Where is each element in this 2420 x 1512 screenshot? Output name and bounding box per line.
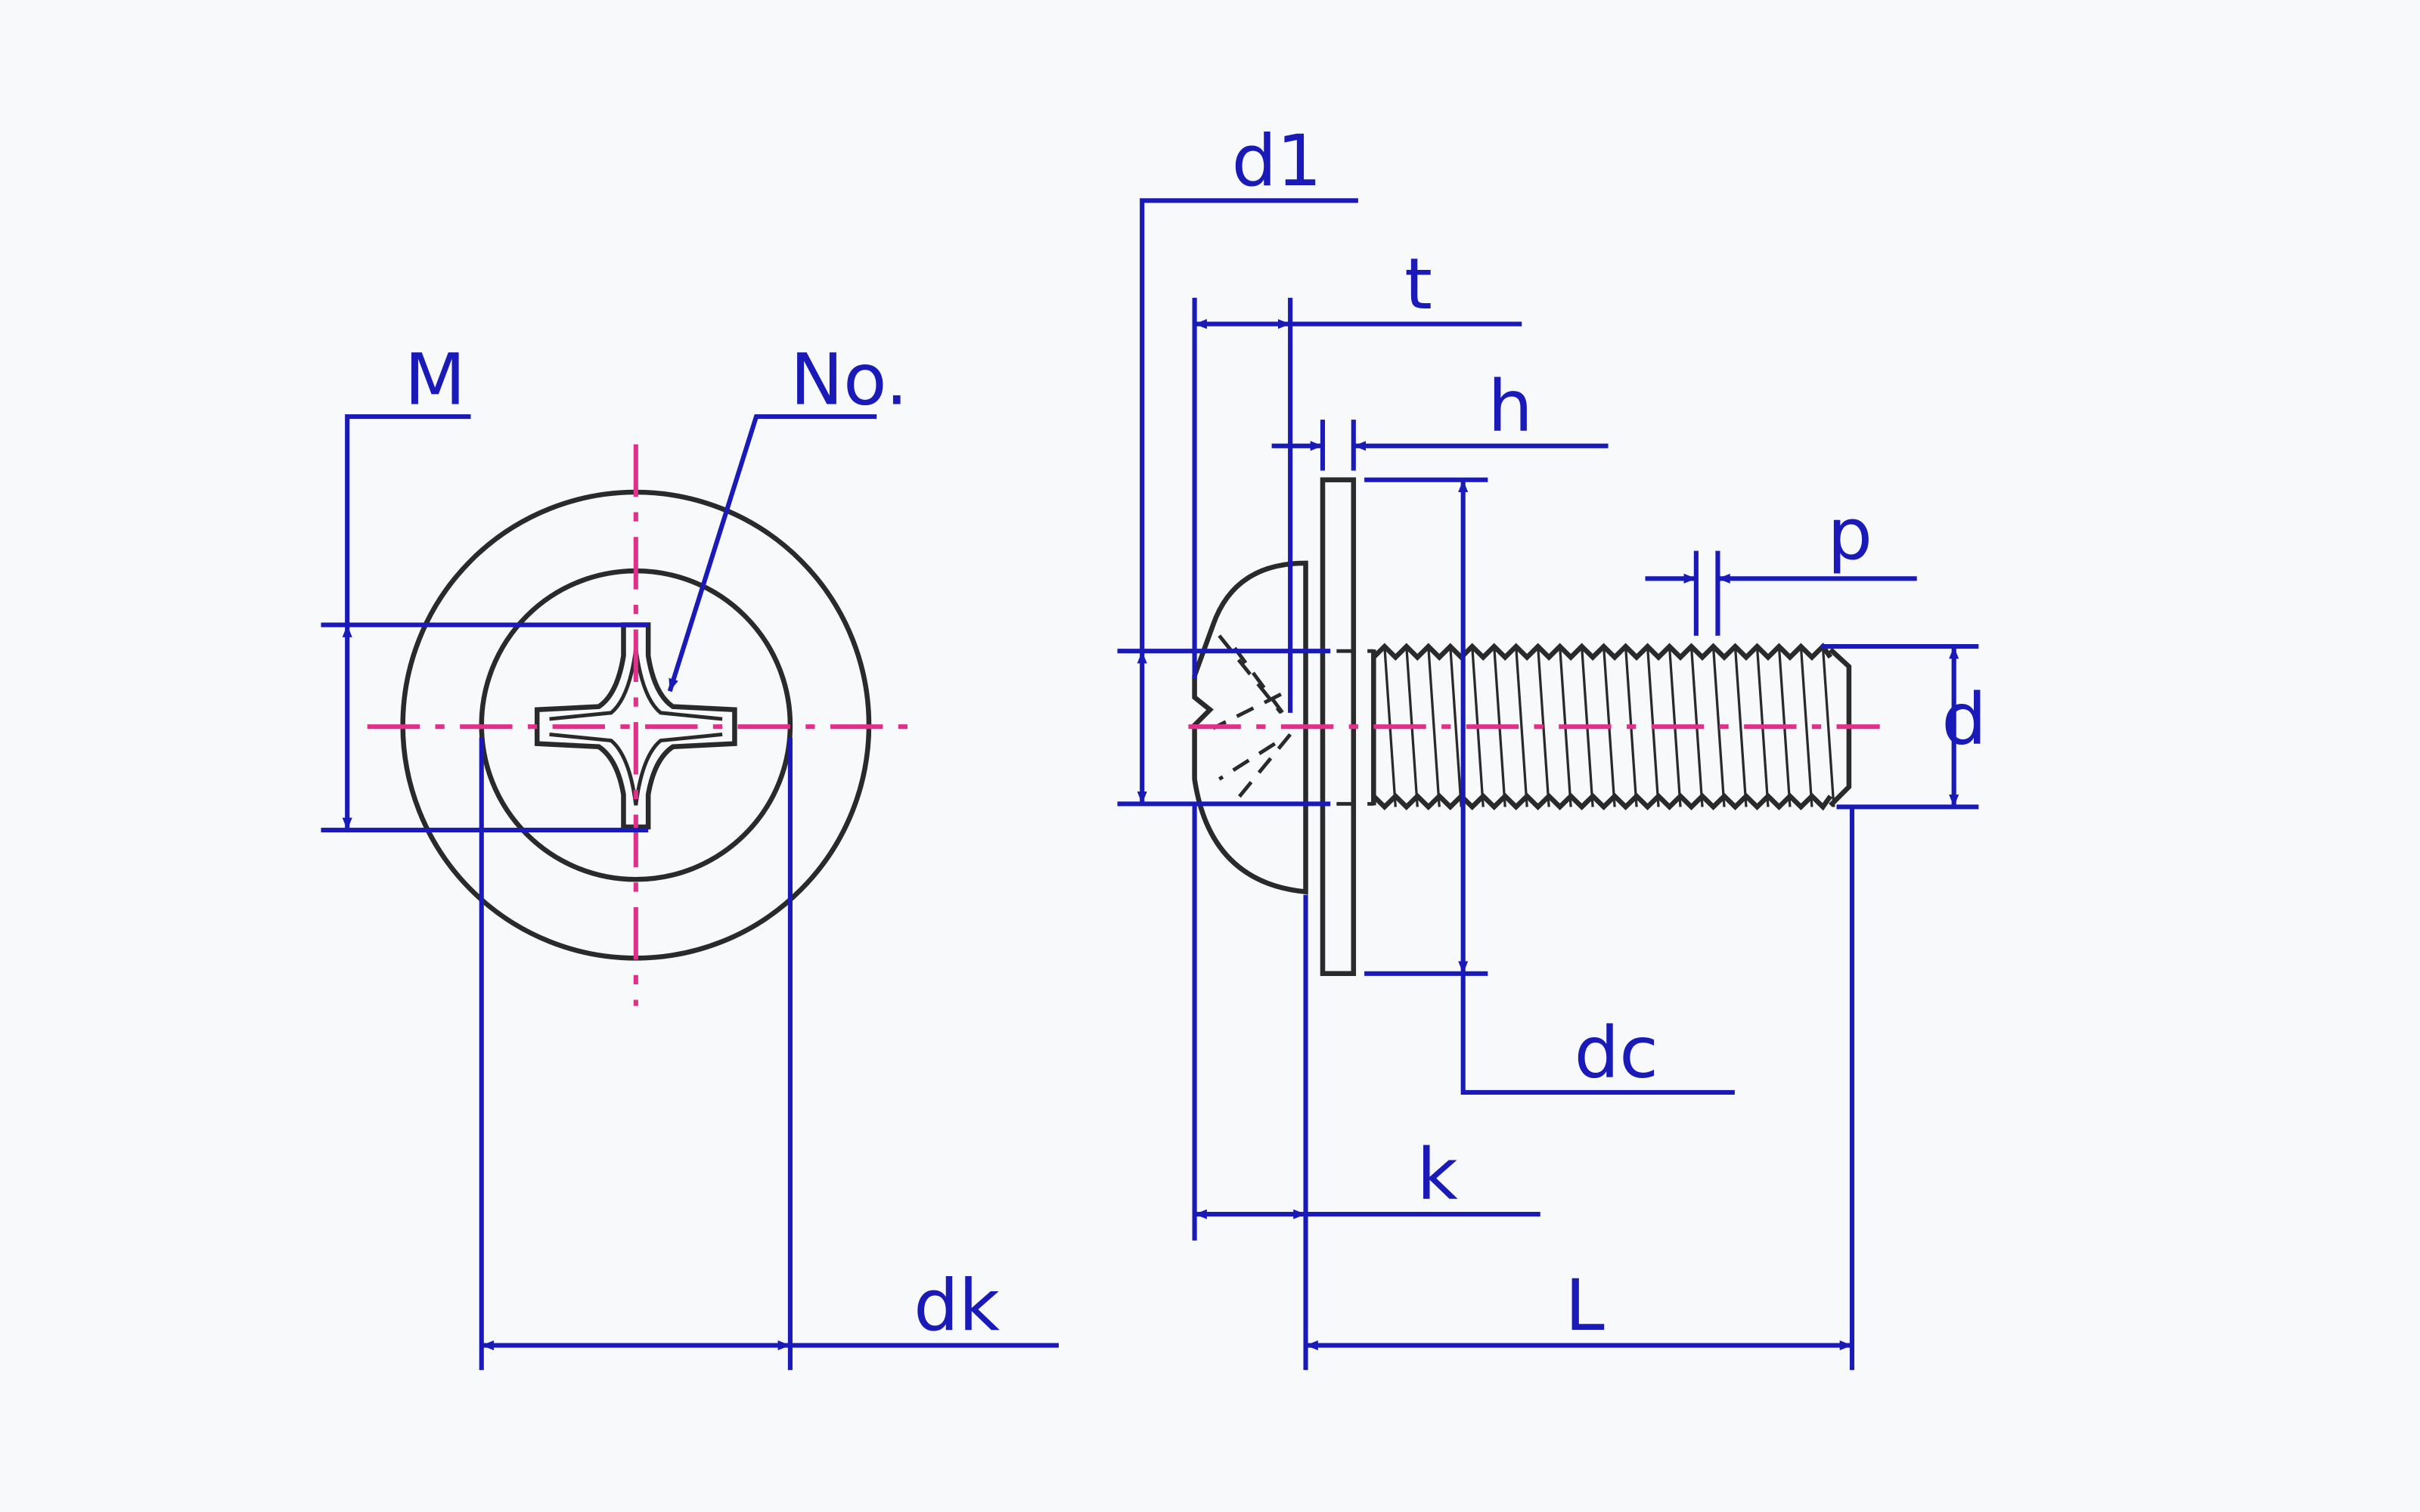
side-view: d1 t h p: [1117, 120, 1987, 1371]
dim-p: p: [1645, 494, 1917, 636]
label-M: M: [405, 339, 466, 422]
thread-crest-line: [1515, 646, 1528, 807]
dim-d1: d1: [1117, 120, 1358, 807]
label-t: t: [1404, 243, 1432, 326]
label-h: h: [1488, 365, 1533, 448]
phillips-recess: [534, 622, 737, 830]
thread-crest-line: [1821, 646, 1835, 807]
thread-crest-line: [1449, 646, 1463, 807]
dim-k: k: [1192, 805, 1540, 1371]
label-k: k: [1416, 1134, 1458, 1216]
dim-t: t: [1192, 243, 1522, 713]
label-d1: d1: [1232, 120, 1322, 203]
thread-crest-line: [1711, 646, 1726, 807]
dim-dc: dc: [1364, 477, 1735, 1095]
dim-dk: dk: [479, 737, 1059, 1371]
thread-crest-line: [1733, 646, 1748, 807]
thread-profile-top: [1372, 643, 1833, 661]
dim-No: No.: [667, 339, 908, 692]
label-p: p: [1827, 494, 1872, 576]
label-d: d: [1941, 679, 1987, 761]
thread-crest-line: [1799, 646, 1813, 807]
label-dc: dc: [1575, 1012, 1658, 1094]
dim-h: h: [1271, 365, 1609, 471]
label-L: L: [1565, 1265, 1604, 1347]
threaded-shank: [1371, 643, 1852, 811]
label-dk: dk: [914, 1265, 1001, 1347]
phillips-recess-inner: [549, 647, 723, 806]
thread-crest-line: [1537, 646, 1550, 807]
dim-d: d: [1821, 644, 1987, 810]
thread-crest-line: [1427, 646, 1441, 807]
dim-M: M: [321, 339, 649, 833]
front-view: M No. dk: [321, 339, 1059, 1371]
head-slot-hidden: [1212, 634, 1292, 804]
thread-profile-bottom: [1372, 792, 1833, 811]
label-No: No.: [790, 339, 908, 422]
dim-L: L: [1305, 807, 1855, 1371]
